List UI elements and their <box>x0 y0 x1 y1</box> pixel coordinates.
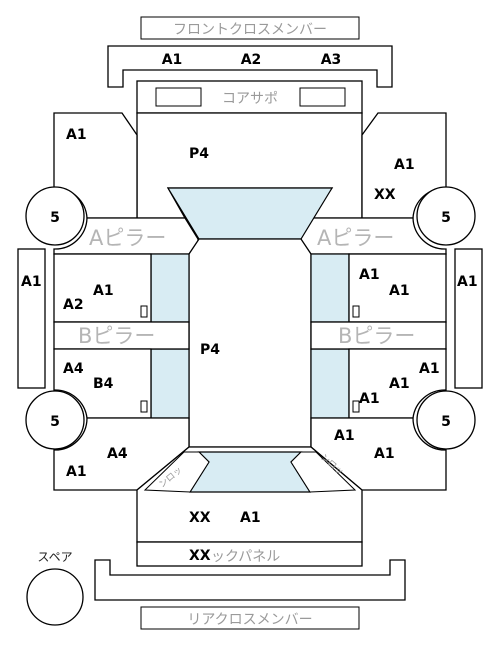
right-rear-door-code-3: A1 <box>359 391 380 407</box>
right-front-door-handle <box>352 305 360 318</box>
left-headlight <box>155 87 202 107</box>
right-front-fender-code-2: XX <box>374 187 396 203</box>
left-b-pillar <box>53 321 190 350</box>
left-front-window <box>150 253 190 323</box>
right-rear-door-code-1: A1 <box>419 361 440 377</box>
front-bumper-code-3: A3 <box>321 52 342 68</box>
right-rocker-panel <box>454 248 483 389</box>
left-quarter-code-1: A4 <box>107 446 128 462</box>
trunk-code-2: A1 <box>240 510 261 526</box>
left-rocker-code: A1 <box>21 274 42 290</box>
left-front-door-code-2: A2 <box>63 297 84 313</box>
right-rear-tire-code: 5 <box>441 414 451 430</box>
right-front-tire <box>416 186 476 246</box>
left-front-fender-code: A1 <box>66 127 87 143</box>
rear-bumper <box>94 559 406 601</box>
hood-code: P4 <box>189 146 209 162</box>
right-a-pillar-label: Aピラー <box>317 226 394 250</box>
back-panel-code: XX <box>189 548 211 564</box>
right-b-pillar-label: Bピラー <box>338 324 415 348</box>
left-rocker-panel <box>17 248 46 389</box>
front-bumper <box>107 45 393 88</box>
right-lrf-strut <box>290 451 357 493</box>
left-rear-tire-code: 5 <box>50 414 60 430</box>
back-panel <box>136 541 363 567</box>
front-cross-member-label: フロントクロスメンバー <box>173 22 327 38</box>
front-cross-member-box <box>140 16 360 40</box>
right-rear-door-handle <box>352 400 360 413</box>
spare-tire-label: スペア <box>37 550 72 564</box>
left-front-door-code-1: A1 <box>93 283 114 299</box>
right-rear-tire <box>416 390 476 450</box>
left-rear-door-handle <box>140 400 148 413</box>
spare-tire <box>26 568 84 626</box>
left-rear-door-code-2: B4 <box>93 376 114 392</box>
left-front-tire-code: 5 <box>50 210 60 226</box>
left-a-pillar-label: Aピラー <box>89 226 166 250</box>
left-quarter-code-2: A1 <box>66 464 87 480</box>
rear-cross-member-label: リアクロスメンバー <box>187 612 312 628</box>
left-b-pillar-label: Bピラー <box>78 324 155 348</box>
right-front-door <box>348 253 447 323</box>
right-front-door-code-2: A1 <box>389 283 410 299</box>
left-rear-window <box>150 348 190 419</box>
core-support-label: コアサポ <box>222 91 278 107</box>
left-front-tire <box>25 186 85 246</box>
front-bumper-code-2: A2 <box>241 52 262 68</box>
right-front-tire-code: 5 <box>441 210 451 226</box>
right-front-door-code-1: A1 <box>359 267 380 283</box>
rear-cross-member-box <box>140 606 360 630</box>
back-panel-label: ックパネル <box>211 549 280 565</box>
rear-window <box>188 451 312 493</box>
left-front-door <box>53 253 152 323</box>
right-headlight <box>299 87 346 107</box>
left-rear-door-code-1: A4 <box>63 361 84 377</box>
right-rear-door-code-2: A1 <box>389 376 410 392</box>
right-rear-window <box>310 348 350 419</box>
left-lrf-strut <box>143 451 210 493</box>
trunk-code-1: XX <box>189 510 211 526</box>
right-rocker-code: A1 <box>457 274 478 290</box>
left-front-door-handle <box>140 305 148 318</box>
front-bumper-code-1: A1 <box>162 52 183 68</box>
left-rear-tire <box>25 390 85 450</box>
right-quarter-code-1: A1 <box>334 428 355 444</box>
roof-code: P4 <box>200 342 220 358</box>
right-front-fender-code-1: A1 <box>394 157 415 173</box>
right-quarter-code-2: A1 <box>374 446 395 462</box>
right-front-window <box>310 253 350 323</box>
